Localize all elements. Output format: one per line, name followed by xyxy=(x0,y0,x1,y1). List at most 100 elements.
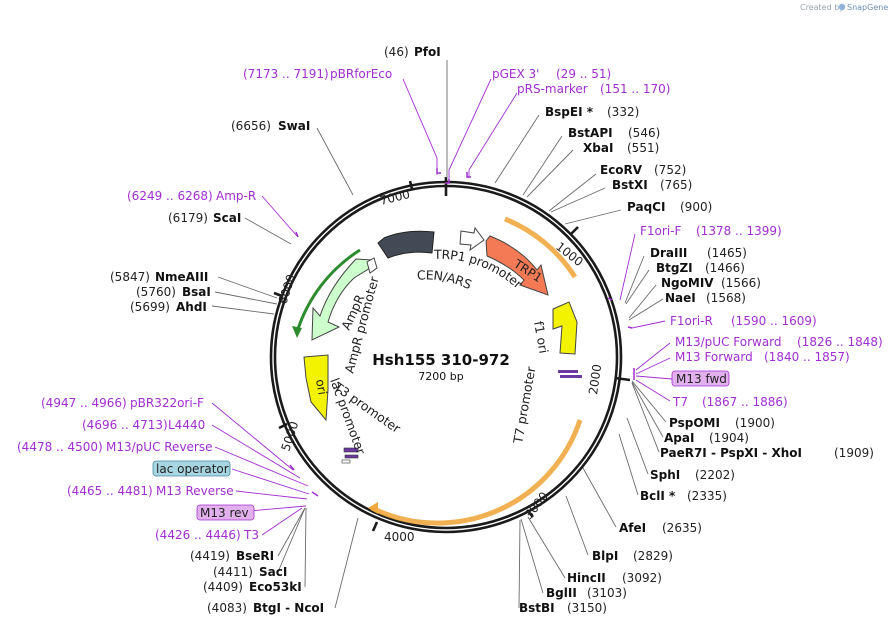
svg-text:pRS-marker: pRS-marker xyxy=(517,82,588,96)
svg-text:(752): (752) xyxy=(654,163,686,177)
ori-feature xyxy=(303,354,329,422)
svg-text:BstBI: BstBI xyxy=(519,601,555,615)
svg-text:EcoRV: EcoRV xyxy=(600,163,643,177)
ampr-arc xyxy=(295,248,361,333)
svg-text:PaeR7I - PspXI - XhoI: PaeR7I - PspXI - XhoI xyxy=(660,446,802,460)
plasmid-size: 7200 bp xyxy=(418,370,463,383)
svg-text:XbaI: XbaI xyxy=(583,141,613,155)
svg-text:(1826 .. 1848): (1826 .. 1848) xyxy=(797,335,883,349)
site-label-bstbi: BstBI(3150) xyxy=(519,601,607,615)
svg-text:(5760): (5760) xyxy=(136,285,176,299)
svg-text:(546): (546) xyxy=(628,126,660,140)
svg-text:BclI *: BclI * xyxy=(640,489,676,503)
site-label-paer7i-pspxi-xhoi: PaeR7I - PspXI - XhoI(1909) xyxy=(660,446,874,460)
tick-label-6000: 6000 xyxy=(276,273,299,306)
cen-ars-label: CEN/ARS xyxy=(417,267,475,292)
svg-text:PspOMI: PspOMI xyxy=(669,416,720,430)
site-label-nmeaiii: (5847)NmeAIII xyxy=(110,270,208,284)
svg-text:PaqCI: PaqCI xyxy=(627,200,665,214)
svg-text:(3092): (3092) xyxy=(622,571,662,585)
svg-text:(900): (900) xyxy=(680,200,712,214)
lac-operator-marks xyxy=(341,447,359,464)
site-label-prs-marker: pRS-marker (151 .. 170) xyxy=(517,82,670,96)
site-label-l4440: (4696 .. 4713)L4440 xyxy=(82,418,205,432)
svg-text:(151 .. 170): (151 .. 170) xyxy=(600,82,670,96)
site-label-f1ori-f: F1ori-F(1378 .. 1399) xyxy=(640,224,782,238)
trp1-feature xyxy=(485,235,549,296)
svg-text:CEN/ARS: CEN/ARS xyxy=(417,267,475,292)
svg-text:BsaI: BsaI xyxy=(182,285,211,299)
svg-text:pBR322ori-F: pBR322ori-F xyxy=(130,396,204,410)
svg-text:pGEX 3': pGEX 3' xyxy=(492,67,539,81)
site-label-m13-fwd-box: M13 fwd xyxy=(671,370,730,387)
site-label-lac-operator-box: lac operator xyxy=(152,460,231,477)
svg-text:NaeI: NaeI xyxy=(665,291,696,305)
svg-text:(332): (332) xyxy=(607,105,639,119)
svg-text:T7: T7 xyxy=(672,395,688,409)
svg-text:(29 .. 51): (29 .. 51) xyxy=(556,67,611,81)
svg-text:BtgI - NcoI: BtgI - NcoI xyxy=(253,601,324,615)
site-label-f1ori-r: F1ori-R(1590 .. 1609) xyxy=(670,314,817,328)
site-label-naei: NaeI(1568) xyxy=(665,291,746,305)
f1-ori-label: f1 ori xyxy=(531,320,551,355)
svg-text:(1378 .. 1399): (1378 .. 1399) xyxy=(696,224,782,238)
svg-text:(6656): (6656) xyxy=(231,119,271,133)
svg-text:(6249 .. 6268): (6249 .. 6268) xyxy=(127,189,213,203)
svg-text:M13 rev: M13 rev xyxy=(200,506,249,520)
svg-text:(2335): (2335) xyxy=(687,489,727,503)
t7-promoter-label: T7 promoter xyxy=(510,365,539,446)
svg-text:BseRI: BseRI xyxy=(236,549,274,563)
site-label-pgex3: pGEX 3' (29 .. 51) xyxy=(492,67,611,81)
site-label-ecorv: EcoRV (752) xyxy=(600,163,686,177)
svg-text:(765): (765) xyxy=(660,178,692,192)
tick-label-4000: 4000 xyxy=(384,530,415,544)
svg-text:BstXI: BstXI xyxy=(612,178,648,192)
site-label-m13-forward: M13 Forward(1840 .. 1857) xyxy=(675,350,850,364)
site-label-afei: AfeI(2635) xyxy=(619,521,702,535)
svg-text:pBRforEco: pBRforEco xyxy=(330,67,392,81)
cen-ars-feature xyxy=(377,230,435,259)
svg-text:NmeAIII: NmeAIII xyxy=(155,270,208,284)
svg-text:(4478 .. 4500): (4478 .. 4500) xyxy=(17,440,103,454)
svg-text:BstAPI: BstAPI xyxy=(568,126,613,140)
svg-text:BglII: BglII xyxy=(546,586,577,600)
svg-text:M13 fwd: M13 fwd xyxy=(676,372,727,386)
svg-text:T3: T3 xyxy=(243,528,259,542)
tick-label-2000: 2000 xyxy=(586,363,604,395)
svg-text:AfeI: AfeI xyxy=(619,521,646,535)
tick-4000 xyxy=(371,521,379,532)
svg-text:NgoMIV: NgoMIV xyxy=(661,276,714,290)
site-label-apai: ApaI(1904) xyxy=(664,431,749,445)
site-label-xbai: XbaI(551) xyxy=(583,141,659,155)
svg-text:SphI: SphI xyxy=(650,468,680,482)
site-label-bsai: (5760) BsaI xyxy=(136,285,211,299)
snapgene-brand: Created by SnapGene xyxy=(800,3,888,12)
site-label-swai: (6656)SwaI xyxy=(231,119,310,133)
svg-text:(1904): (1904) xyxy=(709,431,749,445)
svg-text:Eco53kI: Eco53kI xyxy=(249,580,302,594)
svg-text:(2829): (2829) xyxy=(633,549,673,563)
site-label-ngomiv: NgoMIV(1566) xyxy=(661,276,761,290)
ampr-feature xyxy=(311,258,373,341)
site-label-m13-reverse: (4465 .. 4481)M13 Reverse xyxy=(67,484,234,498)
svg-text:(4419): (4419) xyxy=(190,549,230,563)
primer-markers xyxy=(289,168,635,497)
m13-fwd-marks xyxy=(558,370,582,378)
site-label-saci: (4411)SacI xyxy=(213,565,287,579)
t7-region-arrowhead xyxy=(368,502,378,514)
f1-ori-feature xyxy=(552,301,578,355)
site-label-bspei: BspEI *(332) xyxy=(545,105,639,119)
trp1-promoter-feature xyxy=(459,226,485,252)
site-label-ahdi: (5699)AhdI xyxy=(130,300,207,314)
svg-text:(7173 .. 7191): (7173 .. 7191) xyxy=(243,67,329,81)
site-label-sphi: SphI(2202) xyxy=(650,468,735,482)
site-label-bglii: BglII(3103) xyxy=(546,586,627,600)
site-label-btgzi: BtgZI(1466) xyxy=(656,261,745,275)
tick-3000 xyxy=(526,509,534,518)
svg-text:M13 Forward: M13 Forward xyxy=(675,350,753,364)
svg-text:(46): (46) xyxy=(384,45,409,59)
svg-text:SacI: SacI xyxy=(259,565,287,579)
svg-text:(1867 .. 1886): (1867 .. 1886) xyxy=(702,395,788,409)
tick-6000 xyxy=(273,291,283,298)
